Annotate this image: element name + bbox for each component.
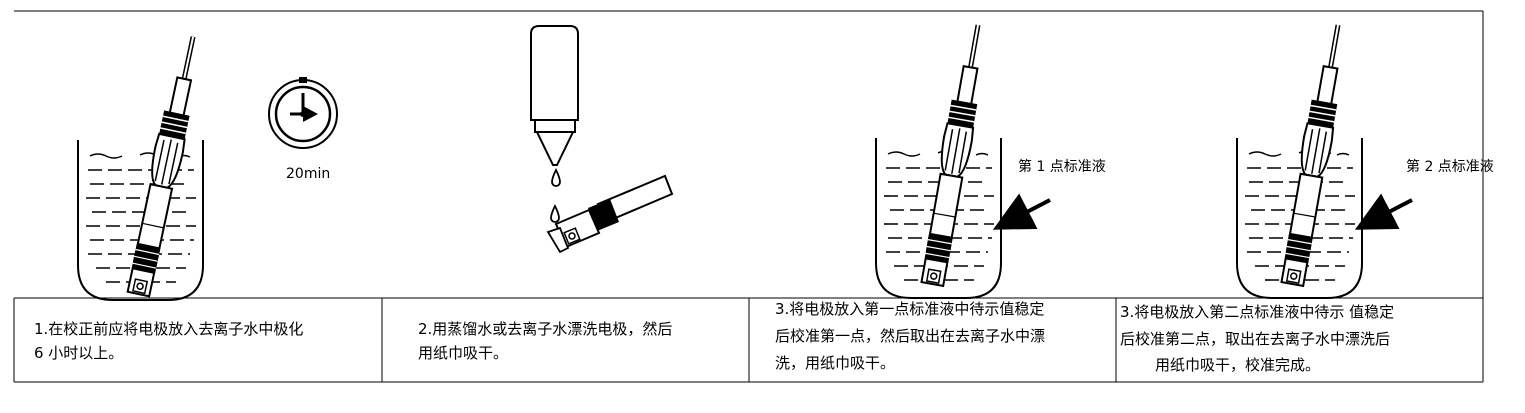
electrode-horizontal	[546, 174, 674, 254]
water-drop	[551, 167, 561, 187]
arrow-icon	[1354, 193, 1413, 230]
electrode-4	[1279, 23, 1352, 287]
step-3-line-1: 3.将电极放入第一点标准液中待示值稳定	[775, 300, 1045, 318]
panel-3-illustration	[875, 23, 1051, 299]
panel-4-illustration	[1236, 23, 1413, 299]
step-1-line-1: 1.在校正前应将电极放入去离子水中极化	[34, 320, 304, 338]
water-drop	[550, 203, 560, 223]
step-2-line-1: 2.用蒸馏水或去离子水漂洗电极，然后	[418, 320, 673, 338]
electrode-1	[125, 34, 207, 297]
step-4-line-2: 后校准第二点，取出在去离子水中漂洗后	[1120, 330, 1391, 348]
step-4-line-1: 3.将电极放入第二点标准液中待示 值稳定	[1120, 303, 1395, 321]
standard-solution-2-label: 第 2 点标准液	[1406, 159, 1494, 175]
clock-icon	[268, 77, 338, 149]
step-4-line-3: 用纸巾吸干，校准完成。	[1155, 356, 1321, 374]
panel-1-illustration	[77, 34, 338, 301]
timer-label: 20min	[286, 166, 331, 182]
panel-2-illustration	[530, 25, 674, 254]
step-2-line-2: 用纸巾吸干。	[418, 344, 509, 362]
arrow-icon	[992, 193, 1051, 230]
wash-bottle	[530, 25, 579, 166]
step-3-line-2: 后校准第一点，然后取出在去离子水中漂	[775, 327, 1046, 345]
standard-solution-1-label: 第 1 点标准液	[1018, 159, 1106, 175]
electrode-3	[919, 23, 992, 287]
step-1-line-2: 6 小时以上。	[34, 344, 124, 362]
step-3-line-3: 洗，用纸巾吸干。	[775, 354, 896, 372]
